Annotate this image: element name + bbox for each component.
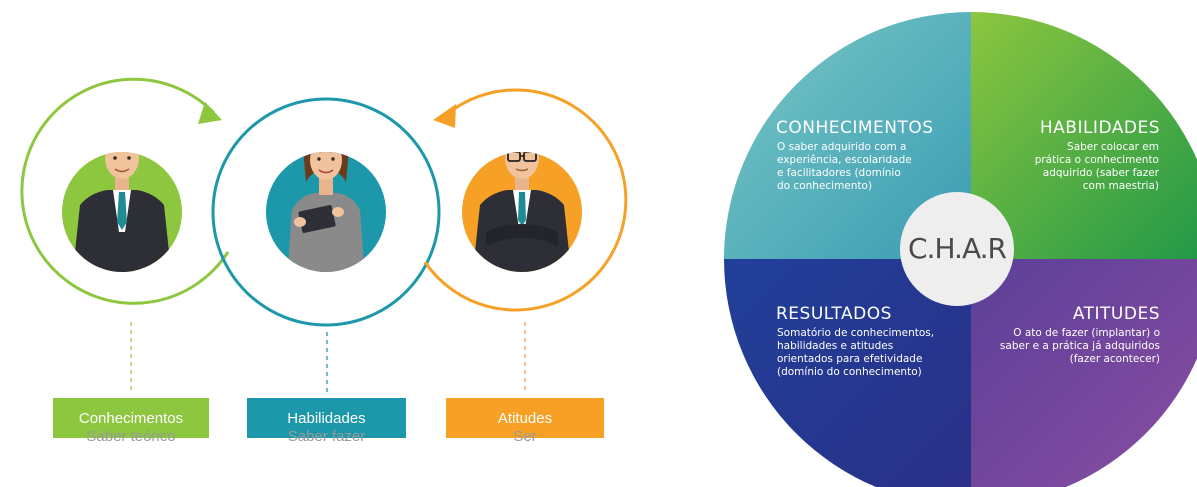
woman-person-icon	[287, 152, 365, 272]
desc-line: O saber adquirido com a	[777, 141, 907, 153]
desc-line: Saber colocar em	[1067, 141, 1159, 153]
quadrant-title-habilidades: HABILIDADES	[1039, 118, 1160, 138]
quadrant-title-resultados: RESULTADOS	[776, 304, 892, 324]
desc-line: (fazer acontecer)	[1069, 353, 1160, 365]
char-center-circle	[900, 192, 1014, 306]
quadrant-resultados	[724, 259, 971, 487]
desc-line: (domínio do conhecimento)	[777, 366, 922, 378]
desc-line: saber e a prática já adquiridos	[999, 340, 1160, 352]
label-box-habilidades: Habilidades	[247, 398, 406, 438]
desc-line: orientados para efetividade	[777, 353, 923, 365]
quadrant-desc-conhecimentos: O saber adquirido com a experiência, esc…	[777, 141, 912, 193]
quadrant-desc-atitudes: O ato de fazer (implantar) o saber e a p…	[970, 327, 1160, 366]
quadrant-atitudes	[971, 259, 1197, 487]
desc-line: prática o conhecimento	[1034, 154, 1159, 166]
quadrant-desc-habilidades: Saber colocar em prática o conhecimento …	[1000, 141, 1159, 193]
label-box-atitudes: Atitudes	[446, 398, 604, 438]
label-box-conhecimentos: Conhecimentos	[53, 398, 209, 438]
green-arrow-icon	[198, 102, 222, 124]
quadrant-habilidades	[971, 12, 1197, 259]
desc-line: adquirido (saber fazer	[1042, 167, 1159, 179]
green-cycle-ring	[20, 77, 230, 305]
teal-ring	[211, 97, 441, 327]
char-center-label: C.H.A.R	[908, 232, 1007, 265]
desc-line: experiência, escolaridade	[777, 154, 912, 166]
sublabel-saber-teorico: Saber teórico	[86, 428, 176, 445]
desc-line: O ato de fazer (implantar) o	[1013, 327, 1160, 339]
desc-line: habilidades e atitudes	[777, 340, 894, 352]
desc-line: com maestria)	[1082, 180, 1159, 192]
quadrant-title-atitudes: ATITUDES	[1072, 304, 1160, 324]
man-person-icon	[72, 152, 172, 272]
orange-arrow-icon	[433, 104, 456, 128]
label-atitudes: Atitudes	[497, 409, 553, 427]
desc-line: do conhecimento)	[777, 180, 873, 192]
label-habilidades: Habilidades	[287, 409, 366, 427]
quadrant-desc-resultados: Somatório de conhecimentos, habilidades …	[777, 327, 934, 379]
desc-line: e facilitadores (domínio	[777, 167, 901, 179]
orange-cycle-ring	[423, 88, 628, 312]
sublabel-ser: Ser	[513, 428, 537, 445]
man-glasses-person-icon	[472, 152, 572, 272]
quadrant-conhecimentos	[724, 12, 971, 259]
label-conhecimentos: Conhecimentos	[78, 409, 184, 427]
char-wheel	[724, 12, 1197, 487]
quadrant-title-conhecimentos: CONHECIMENTOS	[776, 118, 934, 138]
desc-line: Somatório de conhecimentos,	[777, 327, 935, 339]
sublabel-saber-fazer: Saber fazer	[287, 428, 366, 445]
